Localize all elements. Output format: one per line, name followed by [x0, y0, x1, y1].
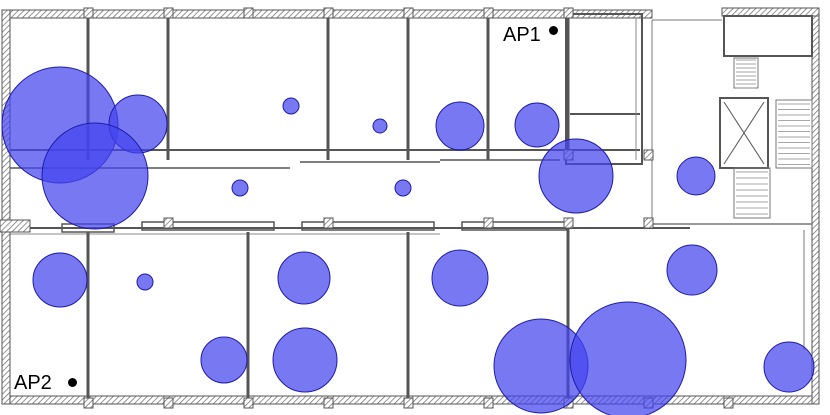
measurement-circle: [136, 273, 154, 291]
column: [83, 397, 94, 409]
column: [323, 7, 334, 19]
column: [323, 397, 334, 409]
outer-wall-right: [811, 9, 820, 405]
column: [163, 217, 174, 229]
elevator-cross: [723, 101, 765, 165]
measurement-circle: [676, 156, 716, 196]
stair-flight: [775, 99, 813, 169]
door-frame: [141, 221, 275, 231]
stair-flight: [733, 167, 771, 219]
measurement-circle: [200, 336, 248, 384]
outer-wall-left: [1, 9, 11, 405]
measurement-circle: [282, 97, 300, 115]
measurement-circle: [394, 179, 412, 197]
measurement-circle: [538, 138, 614, 214]
column: [723, 397, 734, 409]
measurement-circle: [514, 102, 560, 148]
column: [563, 217, 574, 229]
corridor-pillar: [0, 219, 31, 233]
ap2-label: AP2: [14, 372, 52, 394]
column: [563, 7, 574, 19]
stair-wall-top: [721, 7, 820, 17]
measurement-circle: [431, 249, 489, 307]
column: [163, 7, 174, 19]
stair-landing: [723, 15, 813, 57]
door-frame: [301, 221, 435, 231]
measurement-circle: [231, 179, 249, 197]
column: [403, 397, 414, 409]
column: [643, 217, 654, 229]
stair-flight: [733, 57, 759, 89]
measurement-circle: [41, 122, 149, 230]
column: [83, 7, 94, 19]
column: [243, 7, 254, 19]
column: [483, 7, 494, 19]
column: [483, 217, 494, 229]
column: [163, 397, 174, 409]
column: [483, 397, 494, 409]
measurement-circle: [277, 251, 331, 305]
measurement-circle: [569, 301, 687, 415]
column: [323, 217, 334, 229]
measurement-circle: [372, 118, 388, 134]
column: [243, 397, 254, 409]
stair-treads: [736, 59, 810, 215]
measurement-circle: [32, 252, 88, 308]
measurement-circle: [666, 244, 718, 296]
measurement-circles: [1, 66, 815, 415]
ap1-label: AP1: [503, 24, 541, 46]
measurement-circle: [763, 341, 815, 393]
ap1-marker: [549, 26, 558, 35]
measurement-circle: [272, 327, 338, 393]
column: [403, 7, 414, 19]
column: [643, 149, 654, 161]
ap2-marker: [68, 378, 77, 387]
measurement-circle: [435, 101, 485, 151]
